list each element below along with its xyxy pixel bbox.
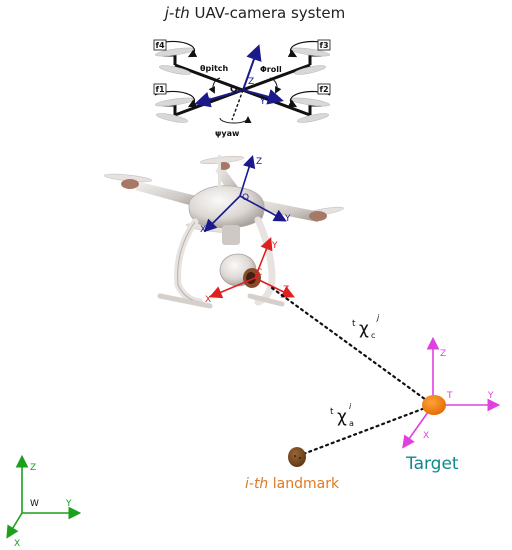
- camera-frame: Y Z X C: [205, 237, 295, 305]
- svg-text:X: X: [14, 539, 20, 549]
- propeller-f4: [154, 47, 196, 75]
- svg-text:Q: Q: [242, 193, 249, 203]
- target-marker: [422, 395, 446, 415]
- svg-text:θpitch: θpitch: [200, 64, 229, 73]
- svg-text:T: T: [446, 391, 453, 401]
- svg-text:χ: χ: [359, 319, 369, 339]
- rotor-labels: f4 f3 f1 f2: [153, 39, 331, 95]
- label-landmark-target-vector: t χ a i: [330, 402, 354, 428]
- svg-text:Y: Y: [271, 241, 278, 251]
- target-frame: Z Y X T: [402, 336, 501, 449]
- quadrotor-schematic: f4 f3 f1 f2 Z Y X Q θpitch Φroll ψyaw: [153, 39, 331, 138]
- svg-text:Y: Y: [284, 214, 291, 224]
- svg-text:Z: Z: [248, 77, 254, 87]
- propeller-f2: [289, 97, 331, 123]
- svg-text:Φroll: Φroll: [260, 65, 282, 74]
- svg-text:Y: Y: [65, 499, 72, 509]
- svg-text:t: t: [330, 407, 334, 417]
- svg-text:t: t: [352, 319, 356, 329]
- svg-text:Z: Z: [256, 157, 262, 167]
- svg-text:j: j: [376, 313, 380, 322]
- svg-text:Z: Z: [440, 349, 446, 359]
- target-label: Target: [405, 454, 459, 474]
- svg-text:χ: χ: [337, 407, 347, 427]
- drone-illustration: [103, 155, 344, 309]
- propeller-f3: [289, 47, 331, 75]
- drone-body-frame: Z Y X Q: [200, 154, 291, 235]
- svg-text:i: i: [349, 402, 352, 411]
- svg-text:f1: f1: [155, 85, 164, 94]
- svg-text:f3: f3: [319, 41, 328, 50]
- svg-text:X: X: [423, 431, 429, 441]
- landmark-marker: [288, 447, 306, 467]
- svg-text:X: X: [205, 295, 211, 305]
- svg-text:Y: Y: [259, 97, 266, 107]
- landmark-label: i-th landmark: [245, 476, 340, 492]
- world-frame: Z Y X W: [6, 454, 82, 549]
- camera-target-vector: [270, 286, 435, 407]
- svg-text:Z: Z: [30, 463, 36, 473]
- landmark-target-vector: [296, 403, 435, 458]
- svg-text:f2: f2: [319, 85, 328, 94]
- svg-text:Q: Q: [230, 85, 238, 95]
- svg-text:Z: Z: [283, 285, 289, 295]
- svg-text:X: X: [200, 225, 206, 235]
- svg-text:C: C: [256, 268, 262, 278]
- svg-text:ψyaw: ψyaw: [215, 129, 240, 138]
- label-camera-target-vector: t χ c j: [352, 313, 380, 340]
- svg-text:f4: f4: [155, 41, 164, 50]
- svg-text:Y: Y: [487, 391, 494, 401]
- svg-text:W: W: [30, 499, 39, 509]
- svg-text:X: X: [205, 97, 211, 107]
- title: j-th UAV-camera system: [163, 4, 345, 22]
- svg-text:a: a: [349, 419, 354, 428]
- svg-text:c: c: [371, 331, 375, 340]
